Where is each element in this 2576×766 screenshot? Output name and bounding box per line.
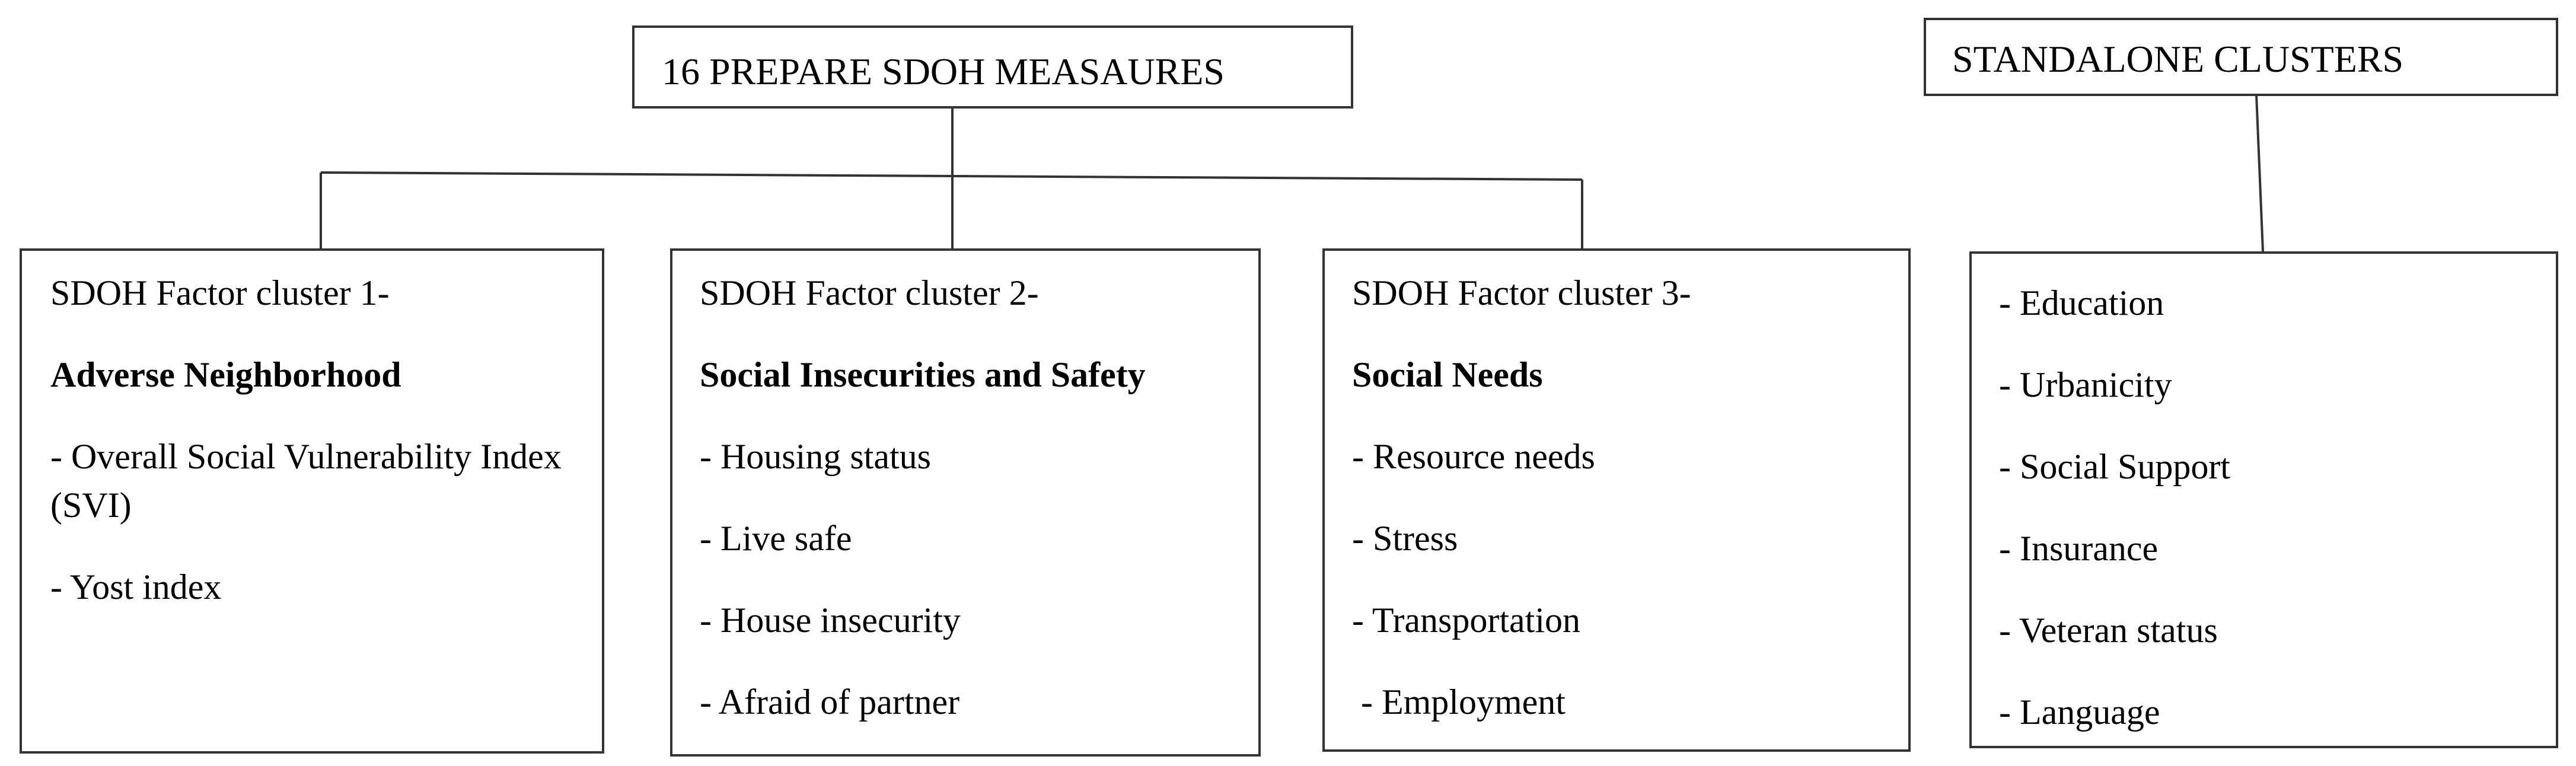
cluster-heading: Social Insecurities and Safety bbox=[700, 355, 1146, 394]
cluster-item: - Housing status bbox=[700, 437, 931, 476]
cluster-label: SDOH Factor cluster 2- bbox=[700, 273, 1039, 312]
standalone-title: STANDALONE CLUSTERS bbox=[1952, 38, 2404, 80]
standalone-box: - Education - Urbanicity - Social Suppor… bbox=[1969, 251, 2558, 748]
cluster-box-1: SDOH Factor cluster 1- Adverse Neighborh… bbox=[20, 248, 604, 754]
cluster-box-2: SDOH Factor cluster 2- Social Insecuriti… bbox=[670, 248, 1261, 757]
bus-connector bbox=[320, 171, 1583, 181]
cluster-item: - Stress bbox=[1352, 519, 1458, 558]
standalone-item: - Veteran status bbox=[1999, 611, 2218, 650]
cluster-item: - House insecurity bbox=[700, 601, 961, 640]
standalone-connector bbox=[2255, 94, 2264, 252]
standalone-title-box: STANDALONE CLUSTERS bbox=[1924, 18, 2558, 96]
root-title-box: 16 PREPARE SDOH MEASAURES bbox=[632, 25, 1353, 108]
standalone-item: - Education bbox=[1999, 283, 2164, 323]
cluster-items: - Overall Social Vulnerability Index (SV… bbox=[50, 432, 602, 611]
cluster-item: - Resource needs bbox=[1352, 437, 1595, 476]
standalone-item: - Insurance bbox=[1999, 529, 2159, 568]
cluster-item: - Afraid of partner bbox=[700, 682, 960, 722]
root-title: 16 PREPARE SDOH MEASAURES bbox=[662, 50, 1225, 92]
cluster-label: SDOH Factor cluster 1- bbox=[50, 273, 390, 312]
cluster-label: SDOH Factor cluster 3- bbox=[1352, 273, 1691, 312]
cluster-items: - Resource needs - Stress - Transportati… bbox=[1352, 432, 1908, 726]
cluster-heading: Adverse Neighborhood bbox=[50, 355, 401, 394]
cluster-box-3: SDOH Factor cluster 3- Social Needs - Re… bbox=[1322, 248, 1911, 752]
cluster-item: - Transportation bbox=[1352, 601, 1581, 640]
standalone-item: - Urbanicity bbox=[1999, 365, 2172, 404]
cluster-item: - Employment bbox=[1352, 682, 1566, 722]
cluster-item: - Overall Social Vulnerability Index (SV… bbox=[50, 437, 562, 525]
standalone-items: - Education - Urbanicity - Social Suppor… bbox=[1999, 262, 2556, 753]
cluster-heading: Social Needs bbox=[1352, 355, 1543, 394]
standalone-item: - Language bbox=[1999, 692, 2160, 732]
cluster-items: - Housing status - Live safe - House ins… bbox=[700, 432, 1258, 726]
cluster-item: - Yost index bbox=[50, 567, 222, 607]
cluster-item: - Live safe bbox=[700, 519, 852, 558]
standalone-item: - Social Support bbox=[1999, 447, 2230, 486]
